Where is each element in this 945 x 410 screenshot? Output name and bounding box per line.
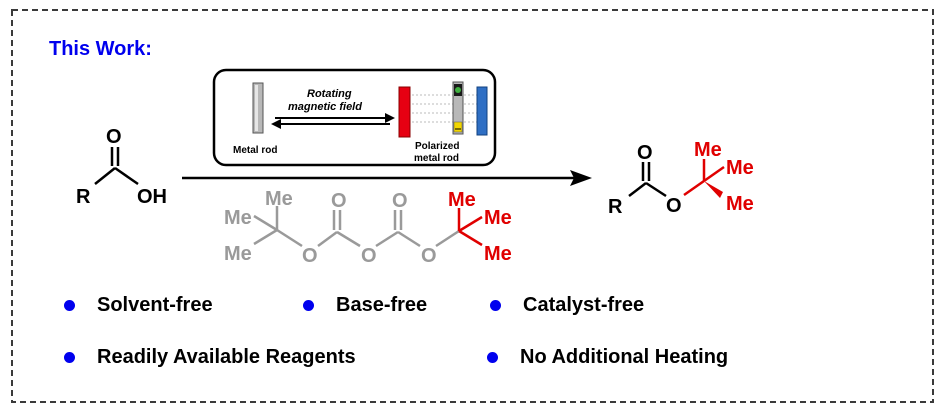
feature-label: Solvent-free [97, 294, 213, 316]
reagent-boc-anhydride: Me Me Me O O O O O Me Me Me [224, 188, 512, 267]
bullet-dot-icon [490, 300, 501, 311]
reagent-o-3: O [361, 245, 377, 267]
product-me-3: Me [726, 193, 754, 215]
blue-magnet [476, 86, 488, 136]
polarized-line2: metal rod [414, 153, 459, 164]
reagent-red-me-1: Me [448, 189, 476, 211]
reagent-red-me-2: Me [484, 207, 512, 229]
feature-label: Catalyst-free [523, 294, 645, 316]
reagent-me-3: Me [265, 188, 293, 210]
dashed-frame [11, 9, 934, 403]
product-o-carbonyl: O [637, 142, 653, 164]
feature-solvent-free: Solvent-free [64, 294, 213, 317]
reagent-red-me-3: Me [484, 243, 512, 265]
reagent-me-2: Me [224, 243, 252, 265]
reagent-me-1: Me [224, 207, 252, 229]
feature-label: Base-free [336, 294, 428, 316]
metal-rod-icon [252, 82, 264, 134]
inset-box: Metal rod Rotating magnetic field Polari… [212, 68, 497, 167]
reactant-oh-label: OH [137, 186, 167, 208]
bullet-dot-icon [64, 352, 75, 363]
reaction-arrow [182, 170, 592, 186]
metal-rod-label: Metal rod [233, 145, 277, 156]
feature-label: Readily Available Reagents [97, 346, 356, 368]
feature-readily-available: Readily Available Reagents [64, 346, 356, 369]
bullet-dot-icon [487, 352, 498, 363]
bullet-dot-icon [64, 300, 75, 311]
feature-no-heating: No Additional Heating [487, 346, 728, 369]
equilibrium-arrows-icon [271, 113, 395, 129]
field-label-line1: Rotating [307, 88, 352, 100]
product-o-ester: O [666, 195, 682, 217]
section-title: This Work: [49, 38, 152, 60]
product-r-label: R [608, 196, 623, 218]
reagent-o-2: O [331, 190, 347, 212]
reactant-o-label: O [106, 126, 122, 148]
reagent-o-5: O [421, 245, 437, 267]
feature-label: No Additional Heating [520, 346, 729, 368]
polarized-rod-icon [398, 81, 488, 138]
field-label-line2: magnetic field [288, 101, 362, 113]
feature-base-free: Base-free [303, 294, 427, 317]
product-tert-butyl-ester: R O O Me Me Me [608, 139, 754, 218]
reactant-carboxylic-acid: R O OH [76, 126, 167, 208]
bullet-dot-icon [303, 300, 314, 311]
reagent-o-4: O [392, 190, 408, 212]
wedge-bond [704, 181, 723, 198]
reactant-r-label: R [76, 186, 91, 208]
polarized-line1: Polarized [415, 141, 459, 152]
product-me-2: Me [726, 157, 754, 179]
product-me-1: Me [694, 139, 722, 161]
red-magnet [398, 86, 411, 138]
reagent-o-1: O [302, 245, 318, 267]
feature-catalyst-free: Catalyst-free [490, 294, 644, 317]
